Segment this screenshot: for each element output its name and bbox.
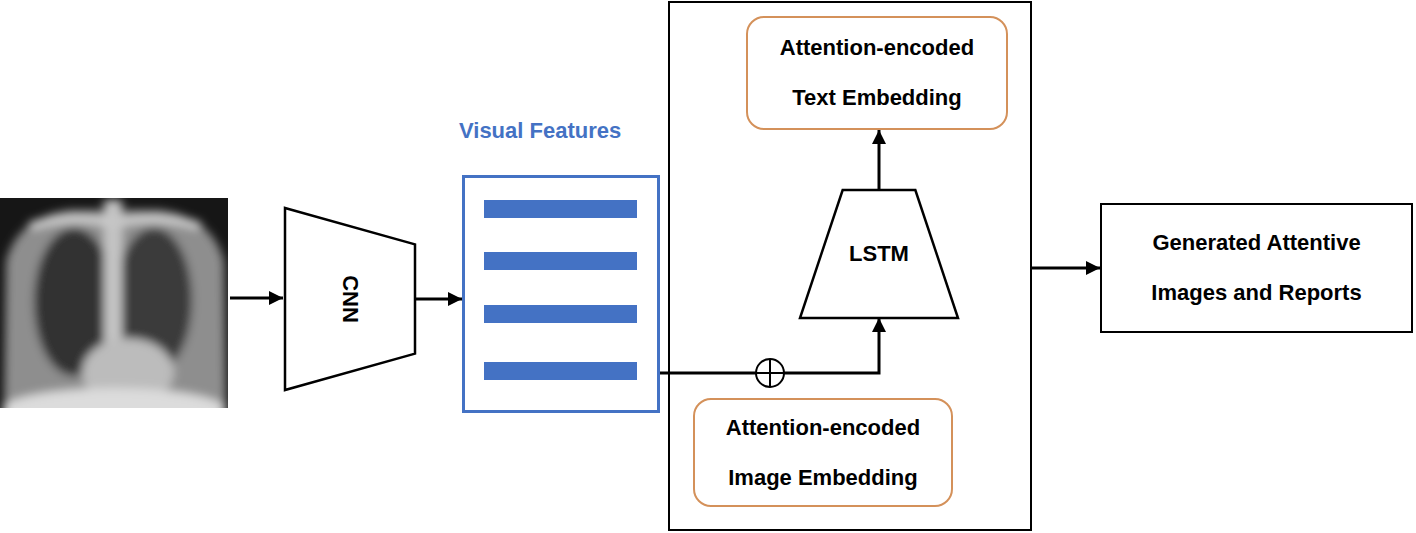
flow-arrow	[878, 130, 881, 190]
feature-bar	[484, 200, 637, 218]
model-box: Attention-encoded Text EmbeddingLSTM Atte…	[668, 1, 1032, 531]
concat-plus	[769, 359, 771, 387]
flow-arrow	[415, 298, 462, 301]
group-heading: Visual Features	[459, 118, 621, 144]
output-box: Generated Attentive Images and Reports	[1100, 203, 1413, 333]
chest-xray	[0, 198, 228, 408]
node-label: Attention-encoded Text Embedding	[768, 23, 986, 123]
cnn-trapezoid-polygon	[285, 208, 415, 390]
feature-box: Visual Features	[462, 175, 660, 413]
feature-bar	[484, 362, 637, 380]
xray-clavicle	[120, 219, 200, 226]
image-embedding-box: Attention-encoded Image Embedding	[693, 398, 953, 507]
node-label: CNN	[337, 275, 363, 323]
feature-bar	[484, 305, 637, 323]
xray-diaphragm	[2, 388, 226, 408]
xray-clavicle	[30, 219, 108, 226]
feature-bar	[484, 252, 637, 270]
concat-circle	[756, 359, 784, 387]
text-embedding-box: Attention-encoded Text Embedding	[746, 16, 1008, 130]
node-label: Generated Attentive Images and Reports	[1122, 218, 1391, 318]
flow-arrow	[1032, 267, 1100, 270]
lstm-trapezoid: LSTM	[800, 190, 958, 318]
lstm-trapezoid-polygon	[800, 190, 958, 318]
node-label: LSTM	[849, 241, 909, 267]
cnn-trapezoid: CNN	[285, 208, 415, 390]
node-label: Attention-encoded Image Embedding	[715, 403, 931, 503]
input-arrow	[230, 297, 283, 300]
concat-symbol	[756, 359, 784, 387]
